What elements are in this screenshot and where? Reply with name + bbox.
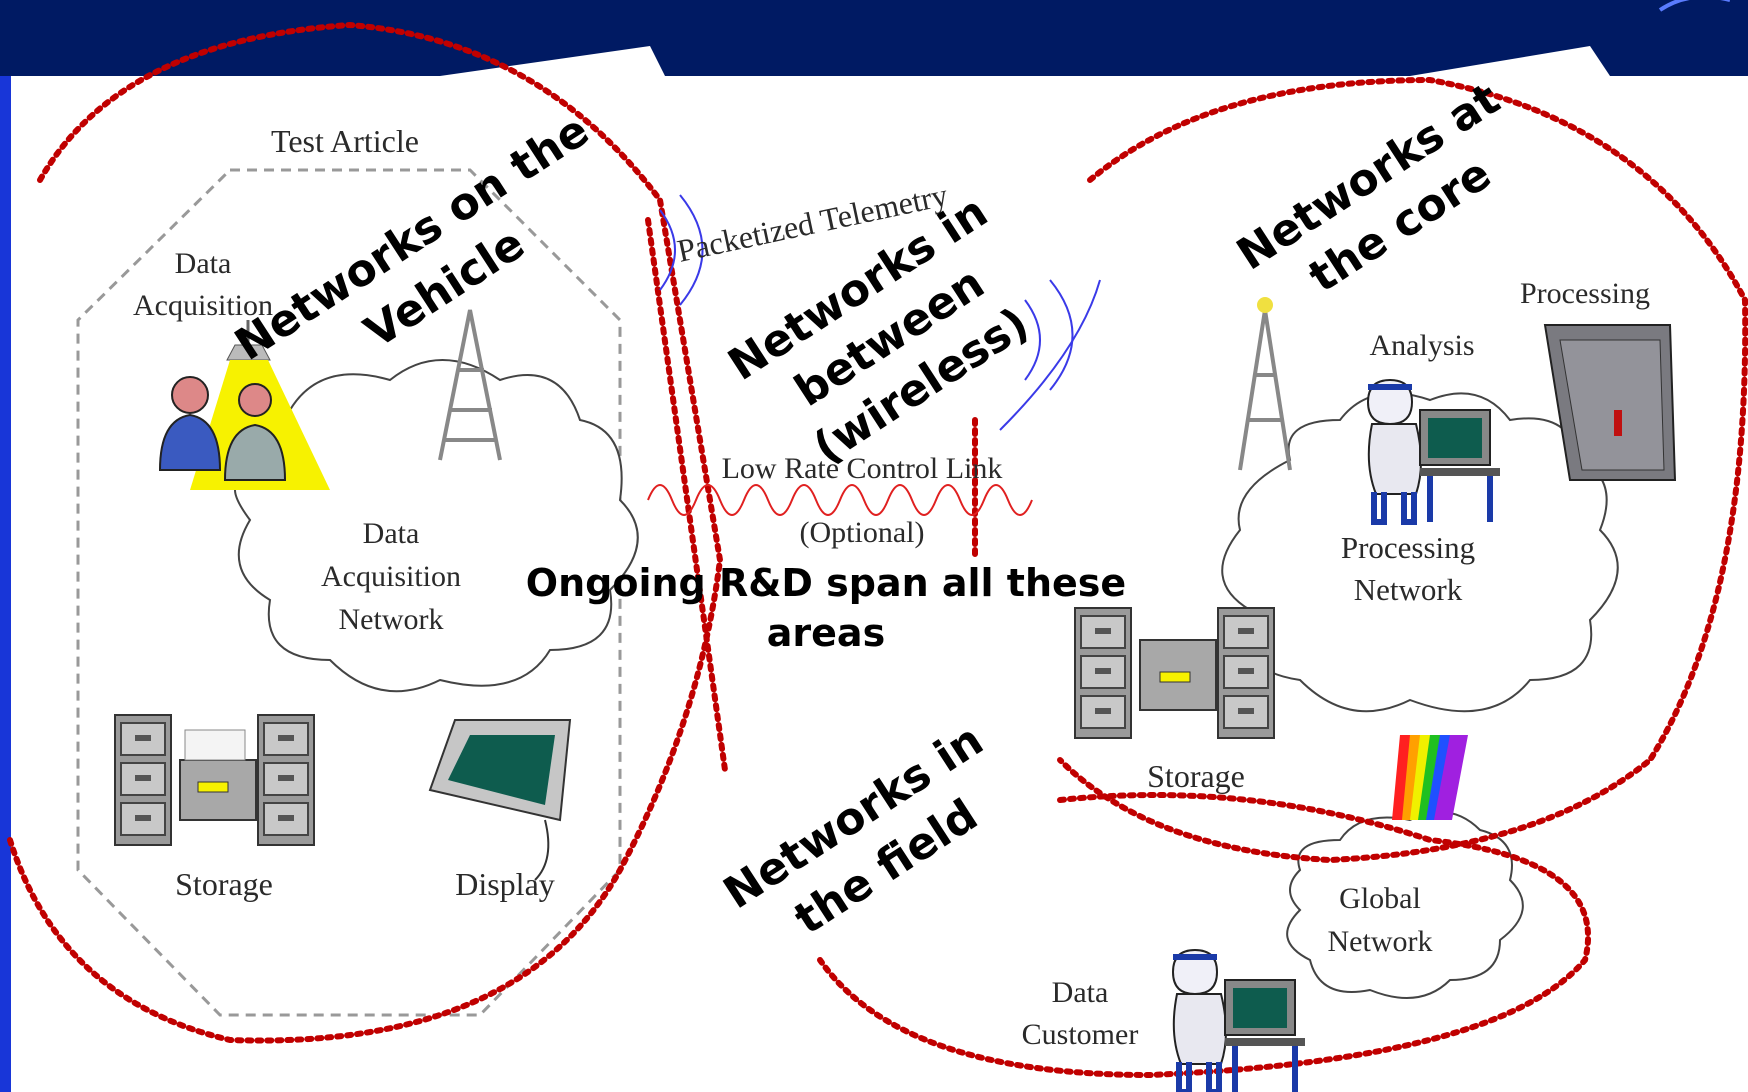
label-processing: Processing: [1520, 277, 1650, 310]
label-low-rate-control-link: Low Rate Control Link: [722, 452, 1003, 485]
worker-icon: [158, 376, 287, 481]
overlay-networks-in-field: Networks inthe field: [715, 714, 1025, 969]
tower-icon: [438, 309, 1292, 471]
cabinet-icon: [1074, 607, 1275, 739]
label-storage-left: Storage: [175, 866, 273, 902]
cabinet-icon: [114, 714, 315, 846]
label-storage-right: Storage: [1147, 758, 1245, 794]
monitor-icon: [428, 719, 572, 881]
label-analysis: Analysis: [1370, 329, 1475, 362]
label-test-article: Test Article: [271, 123, 419, 159]
server-icon: [1543, 324, 1677, 481]
overlay-networks-at-core: Networks atthe core: [1228, 73, 1540, 329]
label-display: Display: [455, 866, 555, 902]
label-optional: (Optional): [800, 516, 925, 549]
rainbow-link-icon: [1392, 735, 1468, 820]
lamp-icon: [190, 320, 330, 490]
